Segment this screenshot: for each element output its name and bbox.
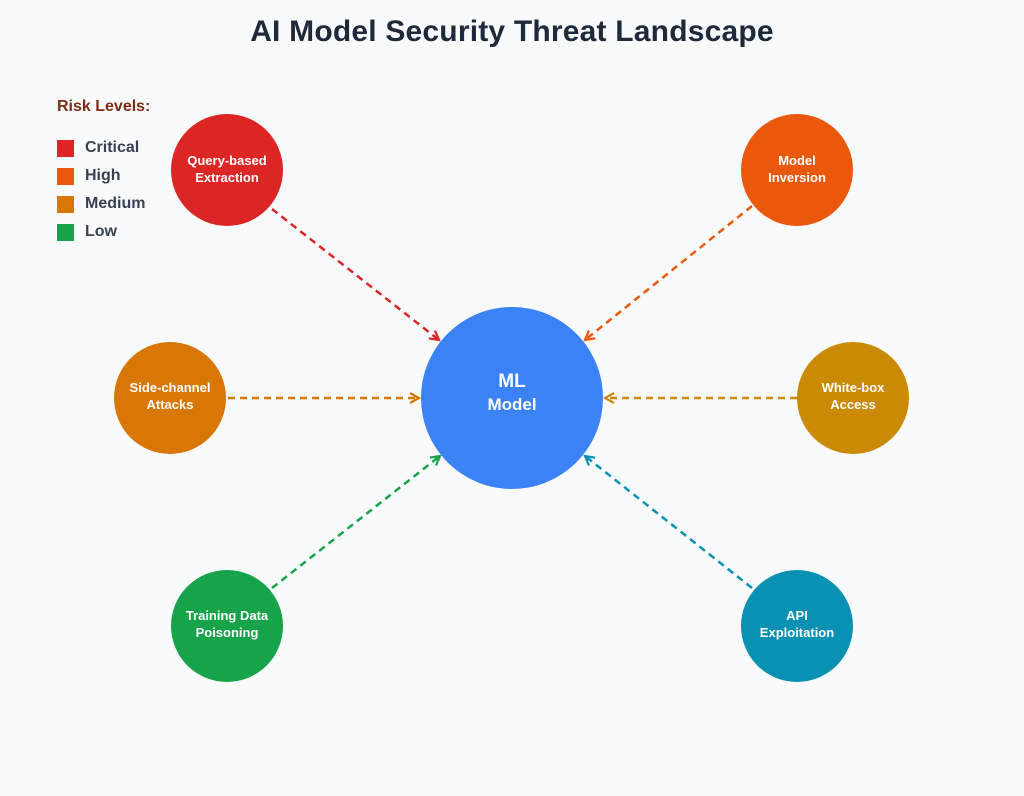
threat-node-circle xyxy=(741,570,853,682)
legend-swatch-critical xyxy=(57,139,74,157)
legend-label-low: Low xyxy=(85,223,117,240)
threat-node-label-line1: API xyxy=(786,608,808,623)
legend-swatch-medium xyxy=(57,195,74,213)
center-node-ml-model[interactable]: ML Model xyxy=(421,307,603,489)
legend-label-high: High xyxy=(85,167,121,184)
threat-node-label-line2: Access xyxy=(830,397,876,412)
center-node-label-line2: Model xyxy=(487,395,536,414)
legend-item-critical: Critical xyxy=(57,134,150,162)
threat-node-label-line2: Extraction xyxy=(195,170,259,185)
center-node-label-line1: ML xyxy=(498,371,526,392)
legend-item-high: High xyxy=(57,162,150,190)
threat-node-query-based-extraction[interactable]: Query-based Extraction xyxy=(171,114,283,226)
legend-label-medium: Medium xyxy=(85,195,146,212)
threat-node-circle xyxy=(741,114,853,226)
connector-api-exploitation xyxy=(585,456,753,589)
legend-item-medium: Medium xyxy=(57,190,150,218)
risk-legend: Risk Levels: Critical High Medium Low xyxy=(57,98,150,246)
threat-node-circle xyxy=(171,570,283,682)
threat-node-api-exploitation[interactable]: API Exploitation xyxy=(741,570,853,682)
threat-node-label-line2: Exploitation xyxy=(760,625,834,640)
connector-query-based-extraction xyxy=(271,208,439,340)
threat-node-label-line1: Model xyxy=(778,153,816,168)
threat-node-training-data-poisoning[interactable]: Training Data Poisoning xyxy=(171,570,283,682)
connectors xyxy=(228,205,797,589)
threat-node-label-line2: Poisoning xyxy=(196,625,259,640)
threat-node-side-channel-attacks[interactable]: Side-channel Attacks xyxy=(114,342,226,454)
threat-node-circle xyxy=(171,114,283,226)
threat-node-model-inversion[interactable]: Model Inversion xyxy=(741,114,853,226)
center-node-circle xyxy=(421,307,603,489)
threat-node-label-line1: Training Data xyxy=(186,608,269,623)
legend-label-critical: Critical xyxy=(85,139,140,156)
legend-title: Risk Levels: xyxy=(57,98,151,115)
threat-node-circle xyxy=(114,342,226,454)
threat-node-label-line2: Inversion xyxy=(768,170,826,185)
threat-node-circle xyxy=(797,342,909,454)
threat-node-label-line2: Attacks xyxy=(147,397,194,412)
connector-training-data-poisoning xyxy=(271,456,440,589)
page-title: AI Model Security Threat Landscape xyxy=(250,15,774,48)
threat-node-white-box-access[interactable]: White-box Access xyxy=(797,342,909,454)
threat-node-label-line1: White-box xyxy=(822,380,886,395)
legend-swatch-high xyxy=(57,167,74,185)
threat-node-label-line1: Side-channel xyxy=(130,380,211,395)
legend-swatch-low xyxy=(57,223,74,241)
threat-node-label-line1: Query-based xyxy=(187,153,267,168)
connector-model-inversion xyxy=(585,205,753,340)
legend-item-low: Low xyxy=(57,218,150,246)
